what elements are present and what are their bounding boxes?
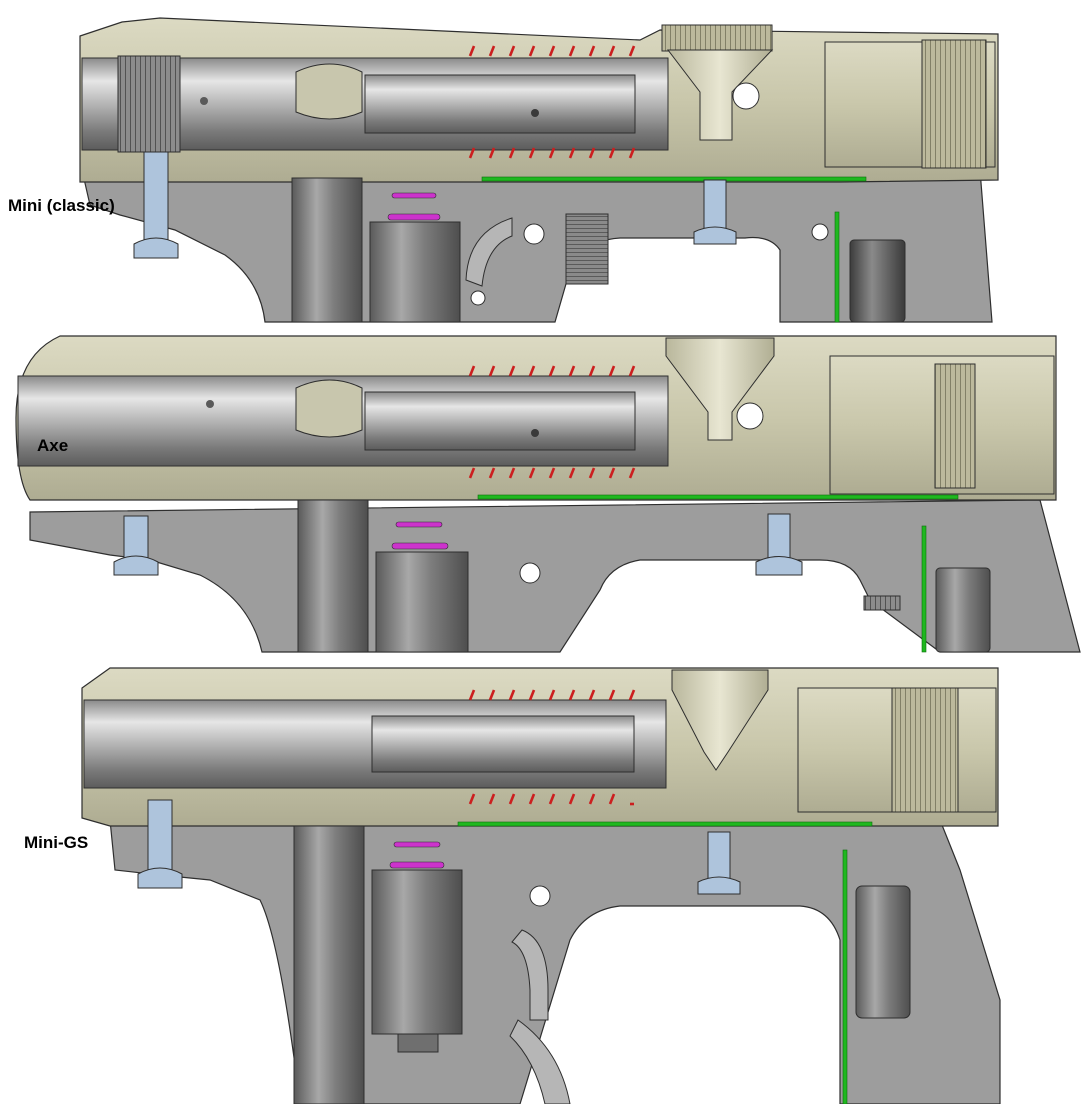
trigger-pin — [519, 562, 541, 584]
panel-mini-classic — [79, 17, 999, 323]
circuit-board — [457, 821, 873, 827]
regulator-cylinder — [293, 825, 365, 1105]
feed-neck — [671, 669, 769, 771]
battery — [849, 239, 906, 323]
detent-hole — [736, 402, 764, 430]
barrel-threads — [921, 39, 987, 169]
breech-threads — [117, 55, 181, 153]
main-spring-upper — [468, 689, 636, 701]
label-mini-classic: Mini (classic) — [8, 196, 115, 215]
valve-oring-2 — [395, 521, 443, 528]
grip-screw-front — [137, 799, 183, 889]
valve-oring-2 — [393, 841, 441, 848]
valve-cylinder — [375, 551, 469, 653]
main-spring-upper — [468, 365, 636, 377]
panel-axe — [15, 335, 1081, 653]
valve-oring-1 — [391, 542, 449, 550]
feed-threads — [661, 24, 773, 52]
bolt-pin — [531, 109, 539, 117]
detent-hole — [732, 82, 760, 110]
grip-screw-front — [113, 515, 159, 576]
circuit-board-vertical — [834, 211, 840, 323]
barrel-threads — [891, 687, 959, 813]
frame-pin-2 — [811, 223, 829, 241]
frame-pin — [470, 290, 486, 306]
barrel-threads — [934, 363, 976, 489]
label-mini-gs: Mini-GS — [24, 833, 89, 852]
bolt-inner — [364, 391, 636, 451]
valve-oring-1 — [387, 213, 441, 221]
bolt-face — [295, 379, 363, 438]
main-spring-lower — [468, 147, 636, 159]
circuit-board — [481, 176, 867, 182]
grip-screw-rear — [755, 513, 803, 576]
circuit-board-vertical — [842, 849, 848, 1105]
feed-neck — [666, 49, 774, 141]
circuit-board — [477, 494, 959, 500]
trigger — [465, 217, 513, 287]
trigger-pin — [523, 223, 545, 245]
vent-hole — [206, 400, 214, 408]
valve-stem — [397, 1033, 439, 1053]
regulator-cylinder — [291, 177, 363, 323]
valve-cylinder — [371, 869, 463, 1035]
main-spring-lower — [468, 467, 636, 479]
trigger-spring — [565, 213, 609, 285]
adjust-screw — [863, 595, 901, 611]
valve-cylinder — [369, 221, 461, 323]
main-spring-lower — [468, 793, 634, 806]
trigger-pin — [529, 885, 551, 907]
feed-neck — [665, 337, 775, 441]
bolt-face — [295, 63, 363, 120]
grip-screw-rear — [693, 179, 737, 245]
vent-hole — [200, 97, 208, 105]
label-axe: Axe — [37, 436, 69, 455]
main-spring-upper — [468, 45, 636, 57]
trigger-spring-guide — [511, 929, 549, 1021]
bolt-inner — [371, 715, 635, 773]
bolt-inner — [364, 74, 636, 134]
valve-oring-1 — [389, 861, 445, 869]
panel-mini-gs — [81, 667, 1001, 1105]
valve-oring-2 — [391, 192, 437, 199]
grip-screw-front — [133, 151, 179, 259]
circuit-board-vertical — [921, 525, 927, 653]
battery — [935, 567, 991, 653]
battery — [855, 885, 911, 1019]
bolt-pin — [531, 429, 539, 437]
grip-screw-rear — [697, 831, 741, 895]
regulator-cylinder — [297, 499, 369, 653]
frame-lower — [29, 499, 1081, 653]
